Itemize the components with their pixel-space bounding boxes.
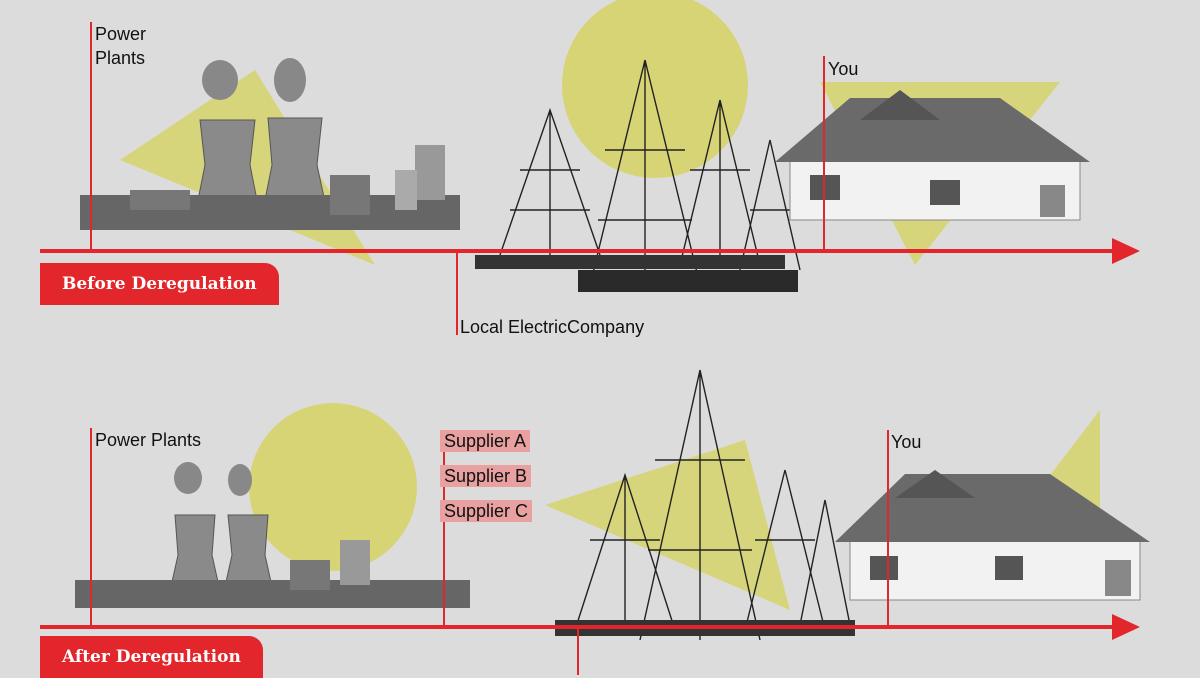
transmission-towers-illustration: [475, 59, 801, 292]
power-plants-label-line2: Plants: [95, 48, 146, 68]
arrow-head-icon: [1112, 614, 1140, 640]
house-illustration: [835, 470, 1150, 601]
utility-label: Local ElectricCompany: [460, 317, 645, 337]
supplier-c-label: Supplier C: [440, 500, 533, 522]
arrow-head-icon: [1112, 238, 1140, 264]
before-section: [40, 0, 1140, 335]
supplier-b-label: Supplier B: [440, 465, 532, 487]
power-plants-label-line1: Power: [95, 24, 147, 44]
power-plant-illustration: [80, 58, 460, 230]
after-section: [40, 369, 1150, 675]
before-deregulation-badge: Before Deregulation: [40, 263, 279, 305]
house-illustration: [775, 90, 1090, 221]
power-plant-illustration: [75, 462, 470, 608]
power-plants-label: Power Plants: [95, 22, 146, 70]
yellow-triangle-shape: [545, 440, 790, 610]
after-deregulation-badge: After Deregulation: [40, 636, 263, 678]
yellow-circle-shape: [562, 0, 748, 178]
you-label: You: [891, 432, 922, 452]
you-label: You: [828, 59, 859, 79]
supplier-a-label: Supplier A: [440, 430, 531, 452]
power-plants-label: Power Plants: [95, 430, 202, 450]
yellow-circle-shape: [249, 403, 417, 571]
